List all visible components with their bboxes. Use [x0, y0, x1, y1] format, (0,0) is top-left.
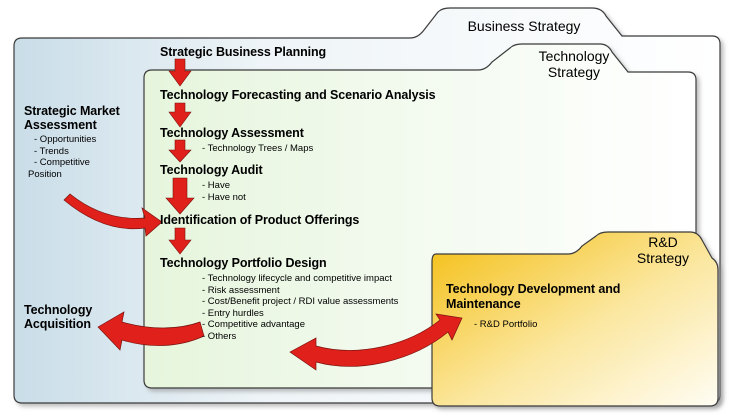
- rd-strategy-folder-body: [431, 231, 719, 407]
- technology-acquisition-title: Technology Acquisition: [24, 303, 92, 331]
- arrow-offerings-portfolio: [168, 227, 192, 255]
- market-item-position: Position: [28, 168, 62, 180]
- technology-development-title: Technology Development and Maintenance: [446, 282, 620, 312]
- market-item-competitive: - Competitive: [34, 157, 90, 168]
- rd-items: - R&D Portfolio: [474, 319, 537, 331]
- technology-strategy-title-line1: Technology: [538, 48, 610, 64]
- identification-of-product-offerings: Identification of Product Offerings: [160, 213, 360, 227]
- portfolio-item-risk: - Risk assessment: [202, 284, 280, 296]
- strategic-business-planning: Strategic Business Planning: [160, 45, 327, 59]
- market-to-offerings-arrow: [63, 193, 163, 237]
- technology-assessment: Technology Assessment: [160, 126, 304, 140]
- audit-item-have: - Have: [202, 180, 230, 191]
- acquisition-title-line2: Acquisition: [24, 317, 91, 331]
- market-item-trends: - Trends: [34, 145, 69, 157]
- arrow-forecast-assessment: [168, 102, 192, 128]
- market-title-line2: Assessment: [24, 118, 97, 132]
- portfolio-item-cost-benefit: - Cost/Benefit project / RDI value asses…: [202, 296, 399, 307]
- portfolio-item-lifecycle: - Technology lifecycle and competitive i…: [202, 273, 392, 284]
- technology-strategy-title: Technology Strategy: [524, 48, 624, 80]
- technology-forecasting: Technology Forecasting and Scenario Anal…: [160, 88, 436, 102]
- rd-strategy-title: R&D Strategy: [628, 234, 698, 266]
- technology-strategy-title-line2: Strategy: [547, 64, 601, 80]
- market-assessment-items: - Opportunities - Trends - Competitive P…: [28, 134, 97, 180]
- rd-title-line2: Maintenance: [446, 297, 521, 311]
- rd-strategy-title-line2: Strategy: [636, 250, 690, 266]
- portfolio-to-acquisition-arrow: [97, 311, 205, 351]
- arrow-audit-offerings: [165, 177, 195, 215]
- technology-portfolio-design: Technology Portfolio Design: [160, 256, 327, 270]
- flow-arrows: [165, 58, 195, 255]
- arrow-assessment-audit: [168, 139, 192, 163]
- arrow-planning-forecast: [168, 58, 192, 87]
- rd-strategy-title-line1: R&D: [648, 234, 678, 250]
- market-item-opportunities: - Opportunities: [34, 134, 97, 145]
- assessment-items: - Technology Trees / Maps: [202, 143, 313, 155]
- technology-audit: Technology Audit: [160, 163, 263, 177]
- portfolio-items: - Technology lifecycle and competitive i…: [202, 273, 398, 342]
- business-strategy-title: Business Strategy: [467, 18, 581, 34]
- rd-title-line1: Technology Development and: [446, 282, 621, 296]
- portfolio-item-entry-hurdles: - Entry hurdles: [202, 307, 264, 319]
- strategic-market-assessment-title: Strategic Market Assessment: [24, 104, 120, 132]
- market-title-line1: Strategic Market: [24, 104, 120, 118]
- acquisition-title-line1: Technology: [24, 303, 93, 317]
- audit-items: - Have - Have not: [202, 180, 246, 203]
- rd-item-portfolio: - R&D Portfolio: [474, 319, 538, 330]
- portfolio-item-competitive-advantage: - Competitive advantage: [202, 319, 305, 330]
- portfolio-item-others: - Others: [202, 330, 237, 342]
- assessment-item-trees: - Technology Trees / Maps: [202, 143, 314, 154]
- portfolio-to-rd-arrow: [289, 313, 463, 371]
- audit-item-have-not: - Have not: [202, 191, 246, 203]
